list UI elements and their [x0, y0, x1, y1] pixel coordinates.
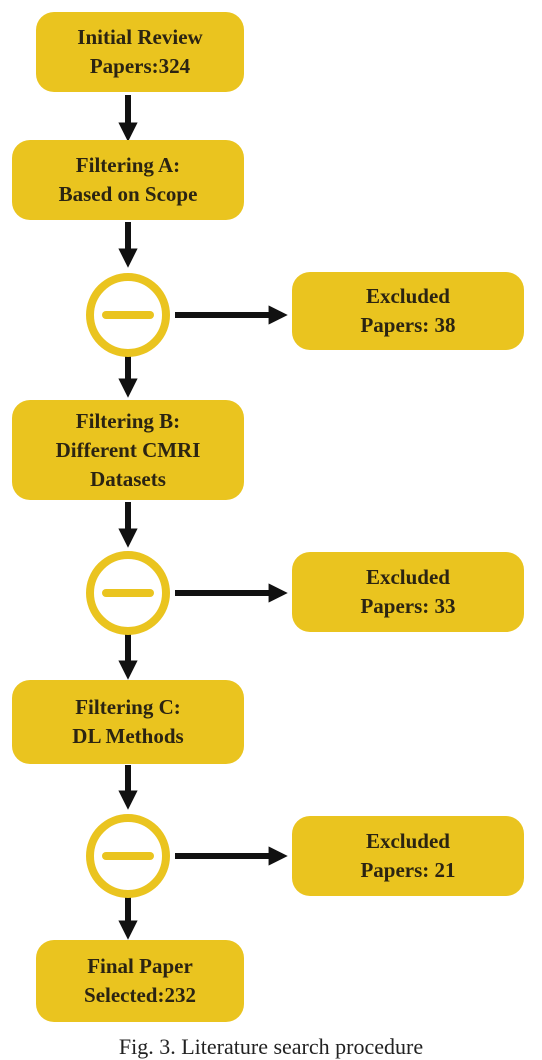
filtering-a-label: Filtering A: Based on Scope [58, 153, 198, 206]
excluded-box-a: Excluded Papers: 38 [292, 272, 524, 350]
filtering-a-box: Filtering A: Based on Scope [12, 140, 244, 220]
initial-review-box: Initial Review Papers:324 [36, 12, 244, 92]
filtering-b-label: Filtering B: Different CMRI Datasets [55, 408, 201, 491]
excluded-box-c: Excluded Papers: 21 [292, 816, 524, 896]
filtering-c-box: Filtering C: DL Methods [12, 680, 244, 764]
minus-circle-icon [86, 273, 170, 357]
filtering-c-label: Filtering C: DL Methods [72, 695, 184, 748]
excluded-box-b: Excluded Papers: 33 [292, 552, 524, 632]
initial-review-label: Initial Review Papers:324 [77, 25, 203, 78]
excluded-b-label: Excluded Papers: 33 [360, 565, 456, 618]
excluded-a-label: Excluded Papers: 38 [360, 284, 456, 337]
minus-circle-icon [86, 814, 170, 898]
figure-caption: Fig. 3. Literature search procedure [118, 1034, 424, 1059]
final-paper-label: Final Paper Selected:232 [84, 954, 196, 1007]
filtering-b-box: Filtering B: Different CMRI Datasets [12, 400, 244, 500]
minus-circle-icon [86, 551, 170, 635]
final-paper-box: Final Paper Selected:232 [36, 940, 244, 1022]
excluded-c-label: Excluded Papers: 21 [360, 829, 456, 882]
